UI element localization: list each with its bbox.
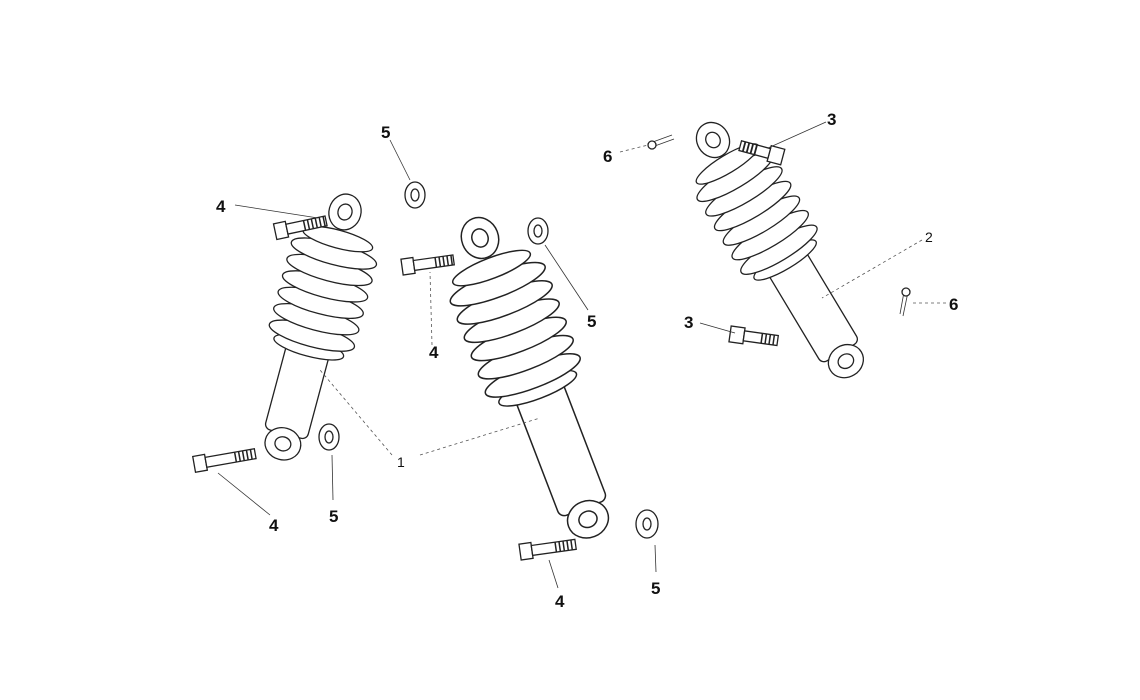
callout-5: 5 (651, 579, 660, 598)
cotter-pin-part-6 (647, 134, 675, 150)
top-eye-hole (705, 131, 721, 149)
callout-4: 4 (555, 592, 565, 611)
bolt-part-4 (400, 254, 456, 276)
bolt-part-3 (728, 325, 780, 347)
spring-seat-upper (451, 249, 532, 287)
callout-3: 3 (827, 110, 836, 129)
bolt-part-4 (272, 215, 328, 241)
top-eye-hole (471, 228, 489, 248)
callout-4: 4 (429, 343, 439, 362)
callout-1: 1 (397, 454, 405, 470)
callout-2: 2 (925, 229, 933, 245)
shock-absorber-right (695, 121, 865, 379)
callout-6: 6 (949, 295, 958, 314)
shock-absorber-left (264, 193, 378, 461)
top-eye-hole (337, 203, 353, 221)
nut-part-5 (318, 423, 340, 451)
bolt-part-4 (191, 447, 257, 474)
callout-4: 4 (269, 516, 279, 535)
cotter-pin-part-6 (899, 287, 911, 317)
shock-absorber-middle (449, 216, 610, 539)
bolt-part-3 (738, 140, 786, 166)
leader-lines (217, 121, 946, 589)
bottom-eye-hole (274, 436, 292, 452)
callout-5: 5 (587, 312, 596, 331)
callout-5: 5 (381, 123, 390, 142)
nut-part-5 (527, 217, 549, 245)
callout-4: 4 (216, 197, 226, 216)
bottom-eye-hole (837, 353, 855, 370)
bolt-part-4 (518, 538, 577, 561)
callout-3: 3 (684, 313, 693, 332)
callout-6: 6 (603, 147, 612, 166)
callout-5: 5 (329, 507, 338, 526)
bottom-eye-hole (578, 510, 598, 529)
nut-part-5 (635, 509, 659, 539)
nut-part-5 (404, 181, 426, 209)
